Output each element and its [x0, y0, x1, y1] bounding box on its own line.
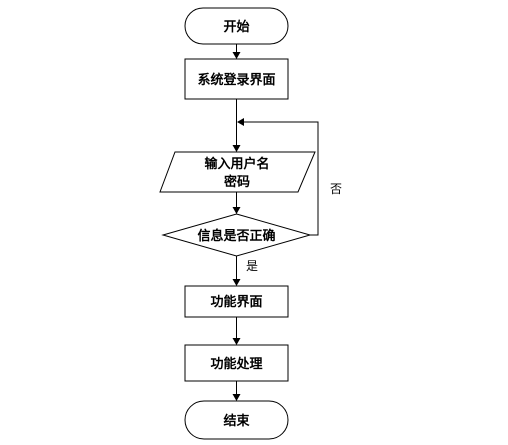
edge-decision-yes: 是	[232, 256, 258, 286]
node-function-processing-label: 功能处理	[210, 356, 262, 372]
node-function-screen: 功能界面	[184, 285, 289, 318]
edge-no-label: 否	[330, 182, 342, 196]
edge-start-to-login	[232, 44, 241, 59]
node-input: 输入用户名 密码	[159, 151, 316, 193]
edge-processing-to-end	[232, 381, 241, 401]
edge-login-to-input	[232, 99, 241, 152]
node-function-processing: 功能处理	[184, 344, 289, 382]
node-input-label-line1: 输入用户名	[204, 156, 269, 172]
node-end: 结束	[184, 400, 289, 440]
node-start: 开始	[184, 7, 289, 45]
node-input-label-line2: 密码	[223, 174, 250, 190]
edge-yes-label: 是	[246, 259, 258, 273]
edge-decision-no-loop: 否	[237, 118, 342, 236]
node-login-screen-label: 系统登录界面	[197, 72, 275, 88]
node-decision-label: 信息是否正确	[197, 228, 275, 244]
edge-input-to-decision	[232, 192, 241, 214]
node-start-label: 开始	[223, 19, 249, 35]
node-login-screen: 系统登录界面	[184, 58, 289, 100]
node-decision: 信息是否正确	[161, 213, 312, 257]
node-end-label: 结束	[223, 413, 250, 429]
node-function-screen-label: 功能界面	[210, 294, 262, 310]
edge-screen-to-processing	[232, 317, 241, 345]
